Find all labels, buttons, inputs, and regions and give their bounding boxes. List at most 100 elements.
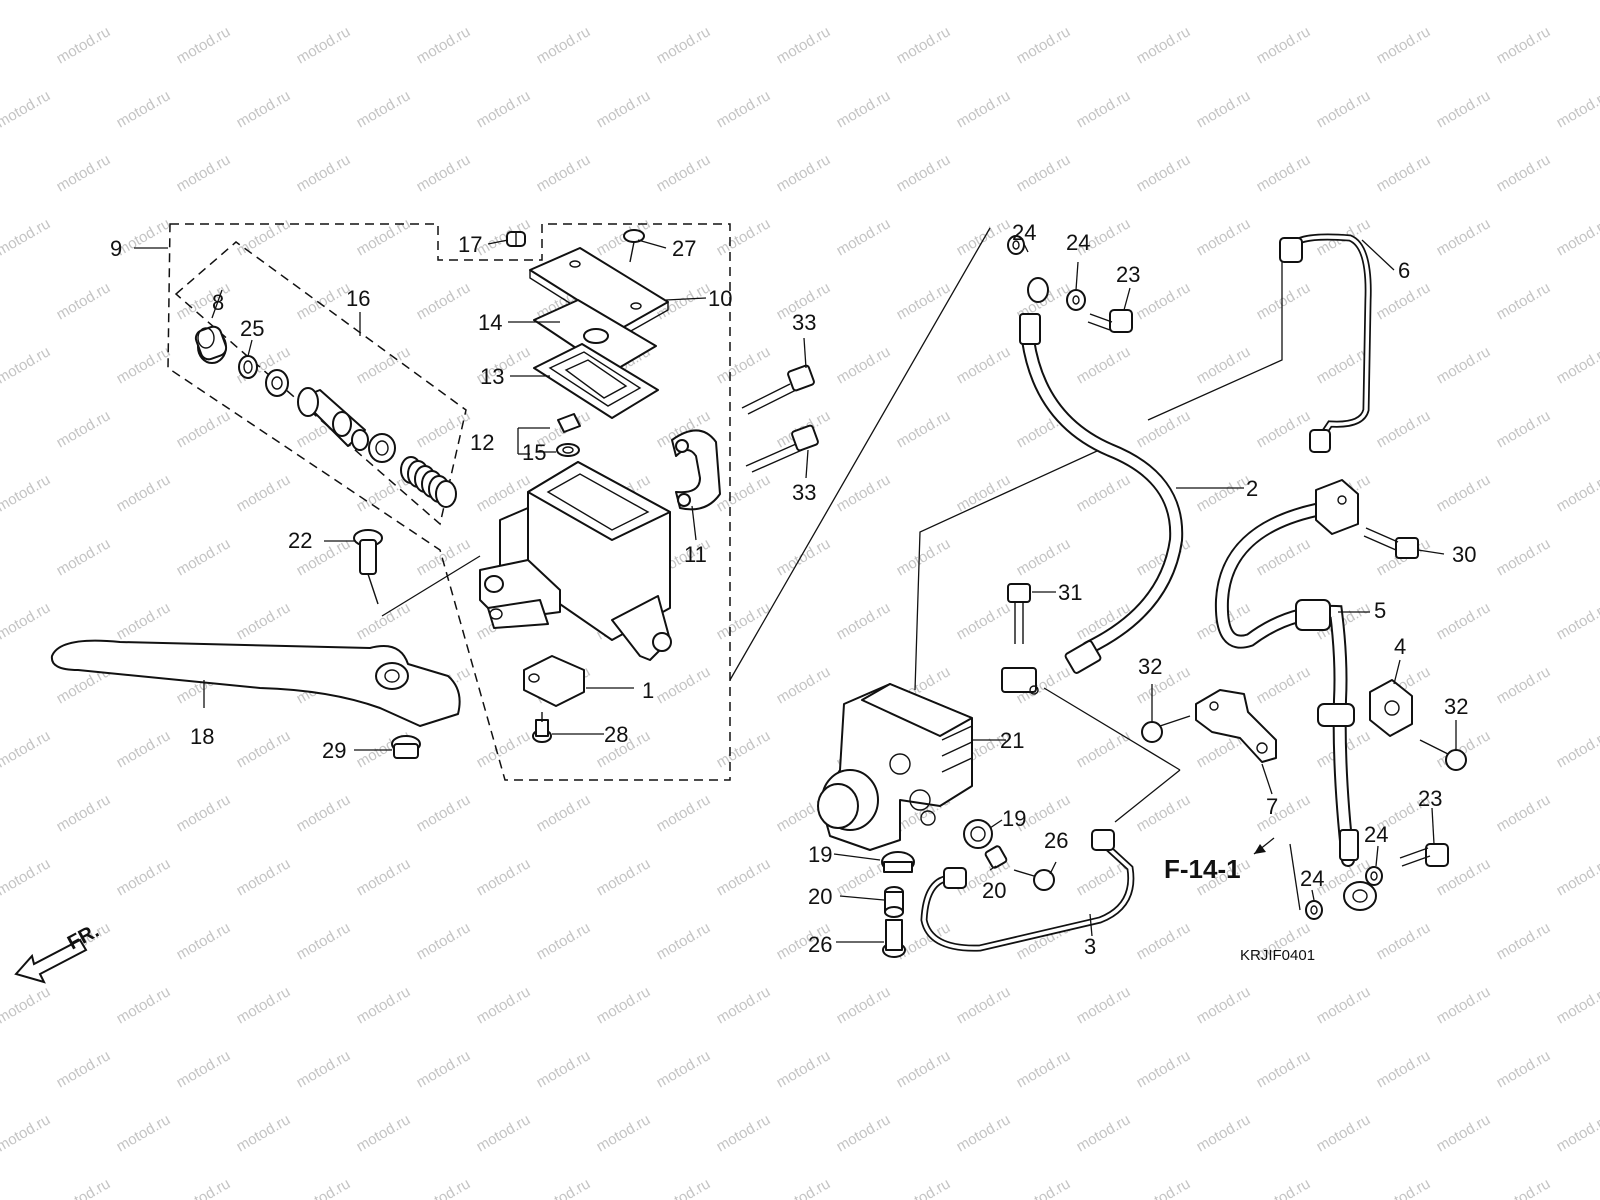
abs-modulator [817, 683, 973, 851]
watermark-text: motod.ru [1374, 1175, 1434, 1200]
watermark-text: motod.ru [1194, 215, 1254, 259]
watermark-text: motod.ru [1134, 919, 1194, 963]
watermark-text: motod.ru [234, 1111, 294, 1155]
watermark-text: motod.ru [834, 1111, 894, 1155]
callout-24-c: 24 [1364, 822, 1388, 847]
watermark-text: motod.ru [714, 471, 774, 515]
holder [671, 429, 721, 511]
callout-4: 4 [1394, 634, 1406, 659]
watermark-text: motod.ru [174, 407, 234, 451]
watermark-text: motod.ru [1014, 151, 1074, 195]
flange-bolt-26a [1013, 869, 1055, 891]
watermark-text: motod.ru [1254, 1047, 1314, 1091]
watermark-text: motod.ru [654, 663, 714, 707]
watermark-text: motod.ru [1434, 983, 1494, 1027]
watermark-text: motod.ru [1554, 87, 1600, 131]
watermark-text: motod.ru [354, 87, 414, 131]
watermark-text: motod.ru [774, 151, 834, 195]
callout-25: 25 [240, 316, 264, 341]
watermark-text: motod.ru [54, 791, 114, 835]
watermark-text: motod.ru [1194, 1111, 1254, 1155]
watermark-text: motod.ru [954, 0, 1014, 3]
watermark-text: motod.ru [654, 791, 714, 835]
watermark-text: motod.ru [654, 1047, 714, 1091]
watermark-text: motod.ru [174, 279, 234, 323]
master-cylinder-body [479, 461, 672, 661]
callout-21: 21 [1000, 728, 1024, 753]
hose-clamp [1369, 679, 1413, 737]
flange-bolt-26b [882, 919, 906, 958]
watermark-text: motod.ru [1494, 919, 1554, 963]
callout-labels: 1 2 3 4 5 6 7 8 9 10 11 12 13 14 15 16 1… [64, 220, 1476, 964]
watermark-text: motod.ru [1134, 279, 1194, 323]
watermark-text: motod.ru [114, 599, 174, 643]
hose-fitting-top [1019, 277, 1049, 345]
watermark-text: motod.ru [1554, 215, 1600, 259]
master-cylinder-parts [50, 229, 819, 759]
oil-bolt-lower [1399, 843, 1449, 867]
watermark-text: motod.ru [234, 727, 294, 771]
watermark-text: motod.ru [1434, 0, 1494, 3]
joint-block [1315, 479, 1359, 535]
callout-33-lower: 33 [792, 480, 816, 505]
watermark-text: motod.ru [294, 1175, 354, 1200]
watermark-text: motod.ru [114, 0, 174, 3]
watermark-text: motod.ru [774, 1047, 834, 1091]
watermark-text: motod.ru [414, 1175, 474, 1200]
watermark-text: motod.ru [1554, 1111, 1600, 1155]
watermark-text: motod.ru [1554, 599, 1600, 643]
watermark-text: motod.ru [594, 855, 654, 899]
watermark-text: motod.ru [1194, 471, 1254, 515]
callout-31: 31 [1058, 580, 1082, 605]
callout-12: 12 [470, 430, 494, 455]
watermark-text: motod.ru [294, 791, 354, 835]
group-outlines [167, 223, 1301, 911]
watermark-text: motod.ru [834, 215, 894, 259]
watermark-text: motod.ru [1074, 471, 1134, 515]
diagram-code: KRJIF0401 [1240, 947, 1315, 964]
watermark-text: motod.ru [594, 983, 654, 1027]
watermark-text: motod.ru [894, 535, 954, 579]
watermark-text: motod.ru [1074, 727, 1134, 771]
watermark-text: motod.ru [1374, 407, 1434, 451]
callout-7: 7 [1266, 794, 1278, 819]
watermark-text: motod.ru [894, 151, 954, 195]
watermark-text: motod.ru [534, 1175, 594, 1200]
watermark-text: motod.ru [954, 599, 1014, 643]
watermark-text: motod.ru [594, 87, 654, 131]
watermark-text: motod.ru [894, 407, 954, 451]
watermark-text: motod.ru [1494, 663, 1554, 707]
watermark-text: motod.ru [1194, 0, 1254, 3]
watermark-text: motod.ru [354, 599, 414, 643]
callout-3: 3 [1084, 934, 1096, 959]
watermark-text: motod.ru [294, 279, 354, 323]
oil-bolt-top [1087, 309, 1133, 333]
watermark-text: motod.ru [54, 1175, 114, 1200]
watermark-text: motod.ru [114, 471, 174, 515]
callout-2: 2 [1246, 476, 1258, 501]
watermark-text: motod.ru [174, 23, 234, 67]
switch [523, 655, 585, 707]
watermark-text: motod.ru [1434, 343, 1494, 387]
bolt-31 [1007, 583, 1031, 644]
callout-17: 17 [458, 232, 482, 257]
watermark-text: motod.ru [954, 343, 1014, 387]
callout-26-left: 26 [808, 932, 832, 957]
watermark-text: motod.ru [474, 0, 534, 3]
watermark-text: motod.ru [1554, 983, 1600, 1027]
watermark-text: motod.ru [1554, 471, 1600, 515]
watermark-text: motod.ru [714, 855, 774, 899]
watermark-text: motod.ru [1314, 87, 1374, 131]
watermark-text: motod.ru [1254, 1175, 1314, 1200]
washer-24b [1066, 289, 1086, 311]
watermark-text: motod.ru [714, 215, 774, 259]
watermark-text: motod.ru [414, 407, 474, 451]
watermark-text: motod.ru [1434, 471, 1494, 515]
watermark-text: motod.ru [714, 343, 774, 387]
watermark-text: motod.ru [474, 983, 534, 1027]
switch-screw [532, 712, 552, 743]
watermark-text: motod.ru [174, 1175, 234, 1200]
watermark-text: motod.ru [534, 1047, 594, 1091]
watermark-text: motod.ru [354, 0, 414, 3]
